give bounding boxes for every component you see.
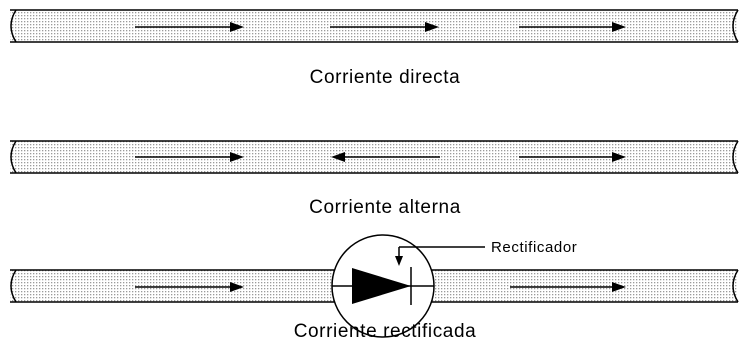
rectifier-label: Rectificador	[491, 239, 577, 256]
alternating-current-arrow-left	[331, 152, 440, 162]
direct-current-panel: Corriente directa	[10, 9, 739, 88]
rectifier-callout-pointer	[395, 246, 485, 266]
direct-current-caption: Corriente directa	[310, 67, 461, 88]
alternating-current-caption: Corriente alterna	[309, 197, 461, 218]
direct-current-arrow-3	[519, 22, 626, 32]
rectified-current-arrow-2	[510, 282, 626, 292]
alternating-current-arrow-right-2	[519, 152, 626, 162]
rectified-current-caption: Corriente rectificada	[294, 321, 477, 342]
rectified-current-panel: Rectificador Corriente rectificada	[10, 234, 739, 342]
alternating-current-panel: Corriente alterna	[10, 140, 739, 218]
direct-current-arrow-1	[135, 22, 244, 32]
direct-current-arrow-2	[330, 22, 439, 32]
rectified-current-arrow-1	[135, 282, 244, 292]
rectifier-diode-icon	[331, 234, 435, 338]
direct-current-wire	[10, 9, 739, 43]
alternating-current-arrow-right-1	[135, 152, 244, 162]
